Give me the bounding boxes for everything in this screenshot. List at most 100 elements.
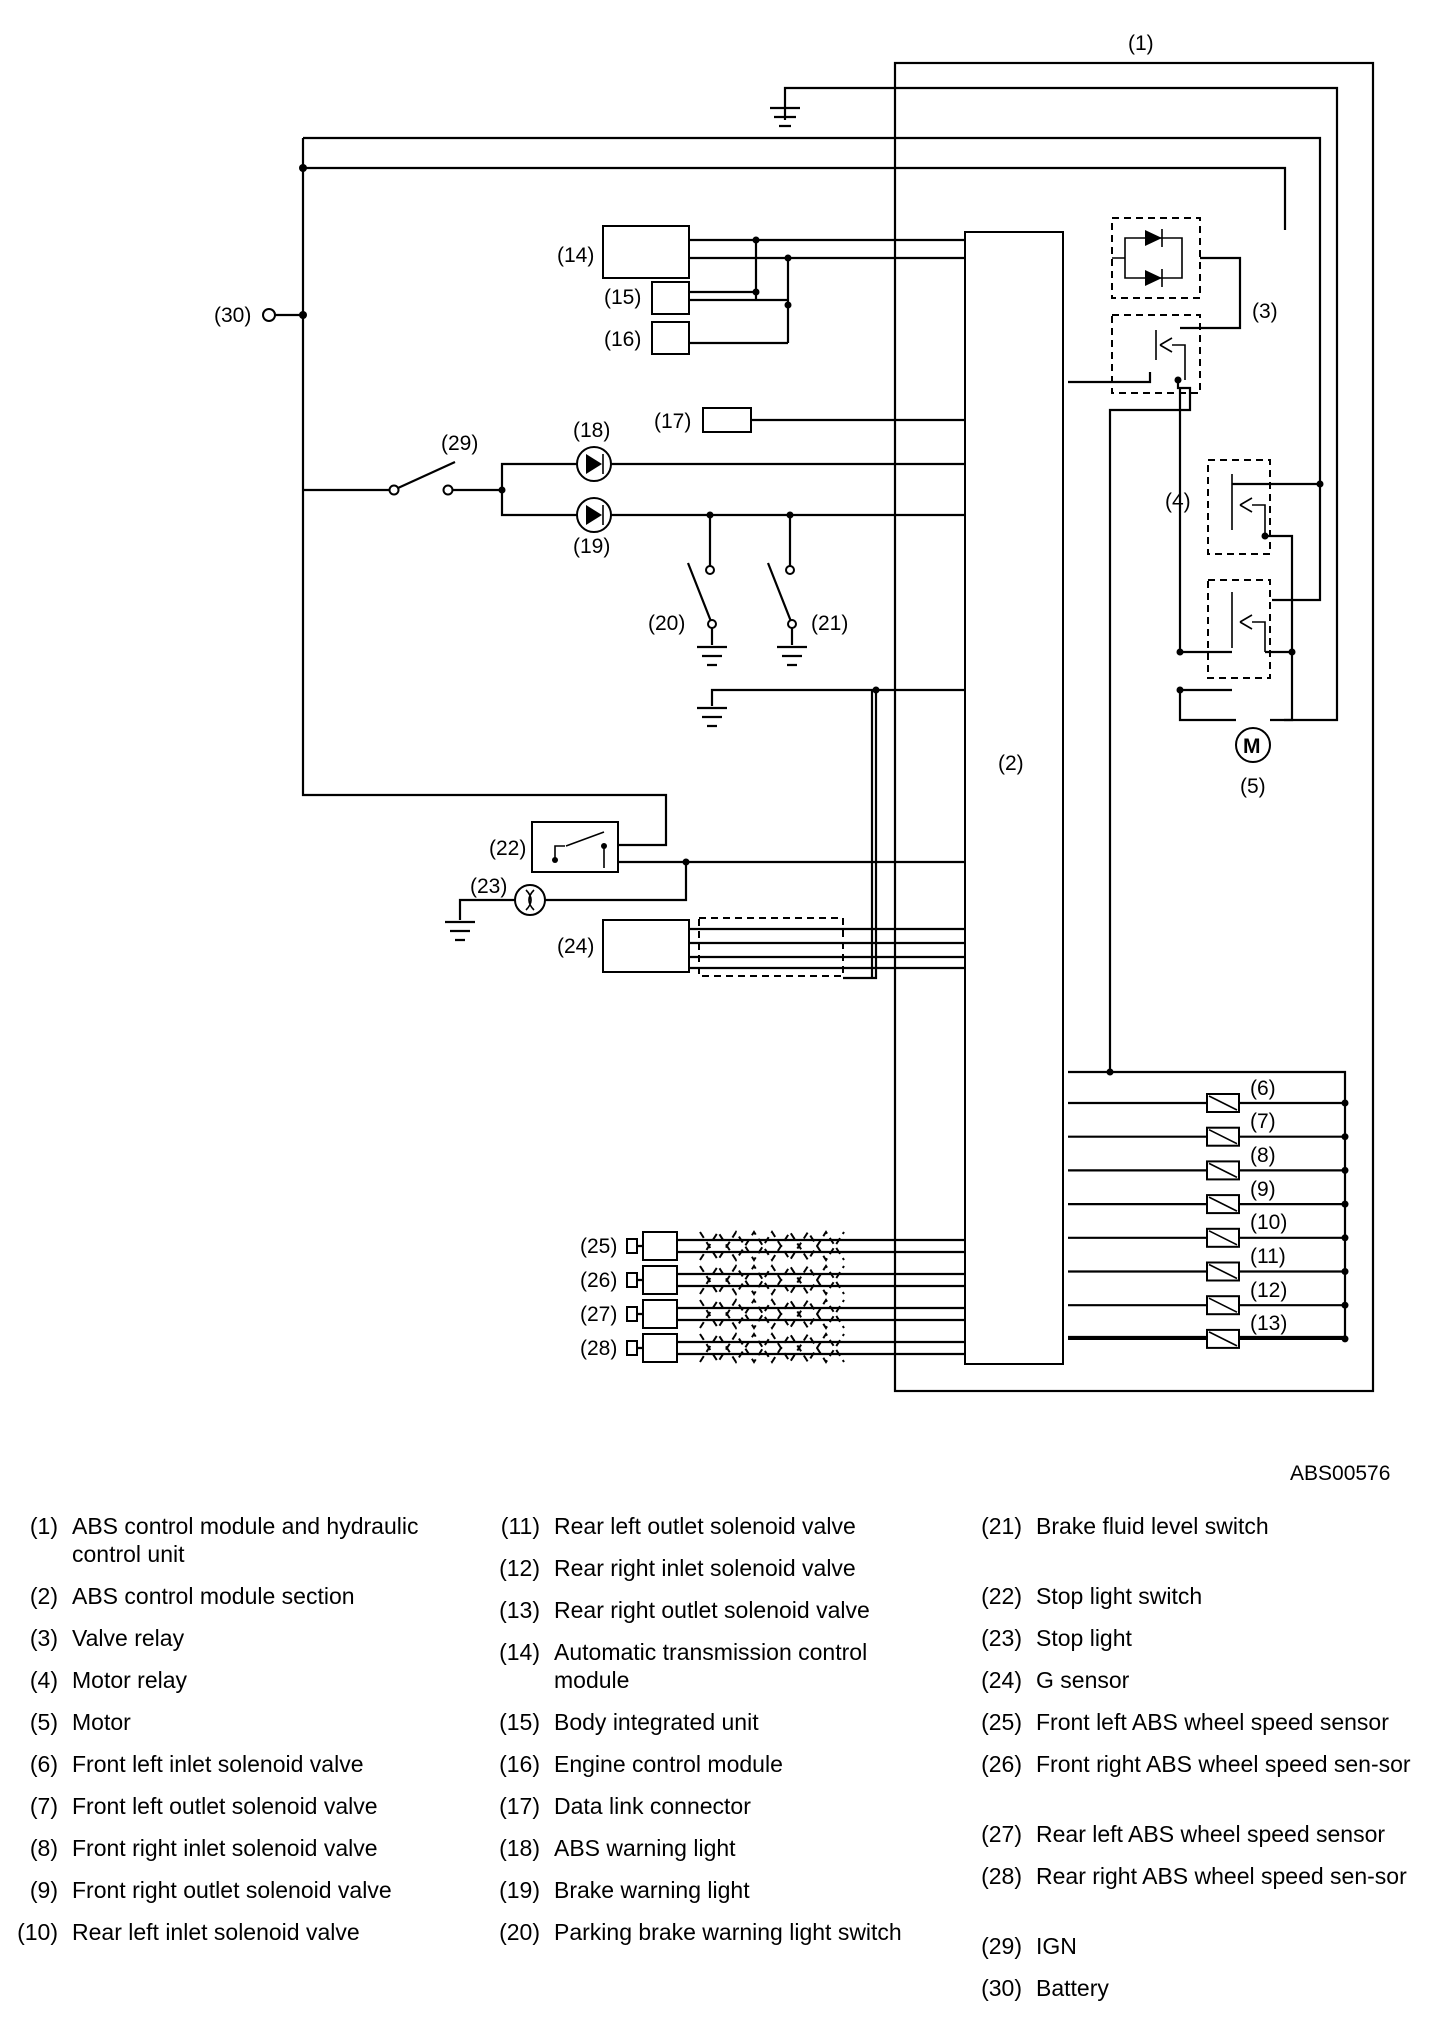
- legend-number: (21): [981, 1513, 1022, 1539]
- ground-symbol-top: [770, 86, 1339, 722]
- callout-6: (6): [1250, 1077, 1276, 1100]
- legend-number: (25): [981, 1709, 1022, 1735]
- wheel-speed-sensor-icon: [642, 1333, 678, 1363]
- callout-8: (8): [1250, 1144, 1276, 1167]
- callout-10: (10): [1250, 1211, 1287, 1234]
- legend-number: (26): [981, 1751, 1022, 1777]
- legend-number: (8): [29, 1835, 58, 1861]
- abs-hydraulic-unit-outline: [893, 61, 1375, 1393]
- legend-number: (29): [981, 1933, 1022, 1959]
- motor-relay-block-upper: [1207, 459, 1271, 555]
- legend-number: (14): [499, 1639, 540, 1665]
- g-sensor-box: [602, 919, 690, 973]
- legend-text: Stop light switch: [1036, 1583, 1203, 1609]
- engine-control-module-box: [651, 321, 690, 355]
- sensor-connector-icon: [626, 1306, 638, 1322]
- diagram-code: ABS00576: [1290, 1462, 1391, 1485]
- legend-text: Rear right outlet solenoid valve: [554, 1597, 870, 1623]
- abs-wiring-diagram: (1) (2) (30) (3) (4) M (5): [214, 32, 1375, 1393]
- legend-text: Front left outlet solenoid valve: [72, 1793, 378, 1819]
- parking-brake-switch-icon: [686, 562, 714, 645]
- motor-icon: [1235, 727, 1271, 763]
- callout-30: (30): [214, 304, 251, 327]
- legend-text: Front right inlet solenoid valve: [72, 1835, 378, 1861]
- callout-3: (3): [1252, 300, 1278, 323]
- legend-text: Motor: [72, 1709, 131, 1735]
- legend-number: (11): [500, 1513, 540, 1539]
- diode-icon: [1112, 229, 1183, 287]
- callout-26: (26): [580, 1269, 617, 1292]
- ign-switch-icon: [397, 460, 456, 490]
- g-sensor-shield: [698, 917, 844, 977]
- legend-text: Brake warning light: [554, 1877, 750, 1903]
- callout-28: (28): [580, 1337, 617, 1360]
- legend-number: (28): [981, 1863, 1022, 1889]
- legend-text: Front right ABS wheel speed sen-sor: [1036, 1751, 1411, 1777]
- legend-text: Data link connector: [554, 1793, 751, 1819]
- legend-text: ABS control module and hydraulic control…: [72, 1513, 419, 1567]
- callout-13: (13): [1250, 1312, 1287, 1335]
- legend-number: (13): [499, 1597, 540, 1623]
- legend-number: (4): [29, 1667, 58, 1693]
- motor-relay-block-lower: [1207, 579, 1271, 679]
- legend-text: Rear left ABS wheel speed sensor: [1036, 1821, 1386, 1847]
- legend-number: (24): [981, 1667, 1022, 1693]
- legend-text: ABS warning light: [554, 1835, 736, 1861]
- wheel-speed-sensor-icon: [642, 1299, 678, 1329]
- callout-18: (18): [573, 419, 610, 442]
- callout-11: (11): [1250, 1245, 1286, 1268]
- callout-2: (2): [998, 752, 1024, 775]
- wheel-speed-sensor-icon: [642, 1231, 678, 1261]
- legend-number: (18): [499, 1835, 540, 1861]
- control-module-section: [964, 231, 1064, 1365]
- solenoid-valve-group: [1068, 1068, 1349, 1349]
- callout-16: (16): [604, 328, 641, 351]
- callout-4: (4): [1165, 490, 1191, 513]
- legend-number: (6): [29, 1751, 58, 1777]
- legend-text: Valve relay: [72, 1625, 185, 1651]
- legend-text: Stop light: [1036, 1625, 1132, 1651]
- legend-text: G sensor: [1036, 1667, 1130, 1693]
- sensor-connector-icon: [626, 1272, 638, 1288]
- legend-number: (20): [499, 1919, 540, 1945]
- legend-text: Rear right ABS wheel speed sen-sor: [1036, 1863, 1407, 1889]
- legend-number: (17): [499, 1793, 540, 1819]
- legend-number: (3): [29, 1625, 58, 1651]
- data-link-connector-box: [702, 407, 752, 433]
- legend-text: Front left ABS wheel speed sensor: [1036, 1709, 1389, 1735]
- callout-9: (9): [1250, 1178, 1276, 1201]
- callout-20: (20): [648, 612, 685, 635]
- callout-5: (5): [1240, 775, 1266, 798]
- legend-text: Parking brake warning light switch: [554, 1919, 902, 1945]
- legend-number: (22): [981, 1583, 1022, 1609]
- legend-number: (30): [981, 1975, 1022, 2001]
- legend-number: (16): [499, 1751, 540, 1777]
- callout-12: (12): [1250, 1279, 1287, 1302]
- callout-7: (7): [1250, 1110, 1276, 1133]
- legend-number: (23): [981, 1625, 1022, 1651]
- wheel-speed-sensor-icon: [642, 1265, 678, 1295]
- motor-symbol: M: [1243, 735, 1261, 758]
- callout-19: (19): [573, 535, 610, 558]
- legend-text: Rear right inlet solenoid valve: [554, 1555, 856, 1581]
- legend-text: Front left inlet solenoid valve: [72, 1751, 364, 1777]
- legend-text: Rear left outlet solenoid valve: [554, 1513, 856, 1539]
- legend-text: Battery: [1036, 1975, 1109, 2001]
- legend-text: ABS control module section: [72, 1583, 355, 1609]
- callout-27: (27): [580, 1303, 617, 1326]
- legend-text: Front right outlet solenoid valve: [72, 1877, 392, 1903]
- valve-relay-switch-block: [1111, 314, 1201, 394]
- legend-text: Automatic transmission control module: [554, 1639, 868, 1693]
- legend-number: (27): [981, 1821, 1022, 1847]
- callout-24: (24): [557, 935, 594, 958]
- legend-text: Motor relay: [72, 1667, 188, 1693]
- legend-number: (5): [29, 1709, 58, 1735]
- legend-number: (2): [29, 1583, 58, 1609]
- sensor-connector-icon: [626, 1238, 638, 1254]
- callout-15: (15): [604, 286, 641, 309]
- legend-number: (7): [29, 1793, 58, 1819]
- legend-number: (19): [499, 1877, 540, 1903]
- brake-fluid-switch-icon: [766, 562, 794, 645]
- wheel-speed-sensor-group: [626, 1230, 965, 1364]
- callout-22: (22): [489, 837, 526, 860]
